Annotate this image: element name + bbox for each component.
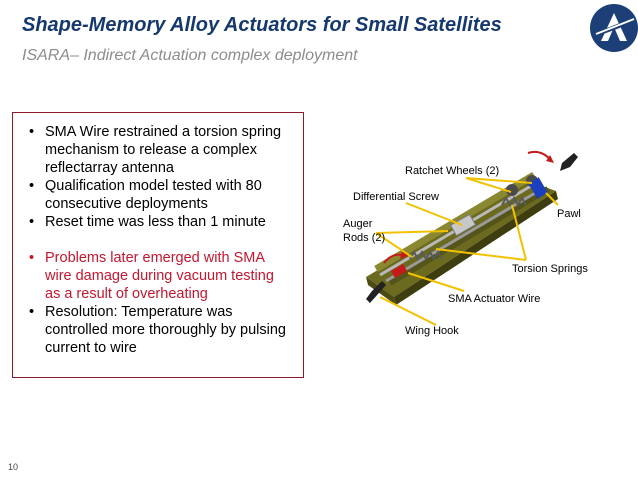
bullet-problems: Problems later emerged with SMA wire dam… <box>29 249 293 303</box>
bullet-resolution: Resolution: Temperature was controlled m… <box>29 303 293 357</box>
slide-title: Shape-Memory Alloy Actuators for Small S… <box>22 14 502 36</box>
bullet-box: SMA Wire restrained a torsion spring mec… <box>12 112 304 378</box>
bullet-qualification-model: Qualification model tested with 80 conse… <box>29 177 293 213</box>
bullet-list: SMA Wire restrained a torsion spring mec… <box>13 113 303 357</box>
label-ratchet-wheels: Ratchet Wheels (2) <box>405 165 500 177</box>
bullet-sma-wire: SMA Wire restrained a torsion spring mec… <box>29 123 293 177</box>
label-differential-screw: Differential Screw <box>353 191 439 203</box>
wing-hook <box>366 281 386 303</box>
auger-rod <box>385 187 543 283</box>
differential-screw-block <box>449 213 477 237</box>
label-pawl: Pawl <box>557 208 581 220</box>
torsion-spring <box>409 195 527 262</box>
label-auger-rods-line1: Auger <box>343 218 373 230</box>
bullet-reset-time: Reset time was less than 1 minute <box>29 213 293 231</box>
page-number: 10 <box>8 462 19 472</box>
ratchet-wheel <box>506 184 518 196</box>
sma-wire-end <box>390 264 408 278</box>
actuator-mechanism-figure <box>366 150 578 326</box>
label-wing-hook: Wing Hook <box>405 325 459 337</box>
pawl <box>528 177 548 199</box>
wing-hook <box>560 153 578 171</box>
label-sma-actuator-wire: SMA Actuator Wire <box>448 293 541 305</box>
aerospace-logo-icon <box>590 4 638 52</box>
label-auger-rods-line2: Rods (2) <box>343 232 386 244</box>
label-torsion-springs: Torsion Springs <box>512 263 588 275</box>
slide-subtitle: ISARA– Indirect Actuation complex deploy… <box>22 47 358 64</box>
